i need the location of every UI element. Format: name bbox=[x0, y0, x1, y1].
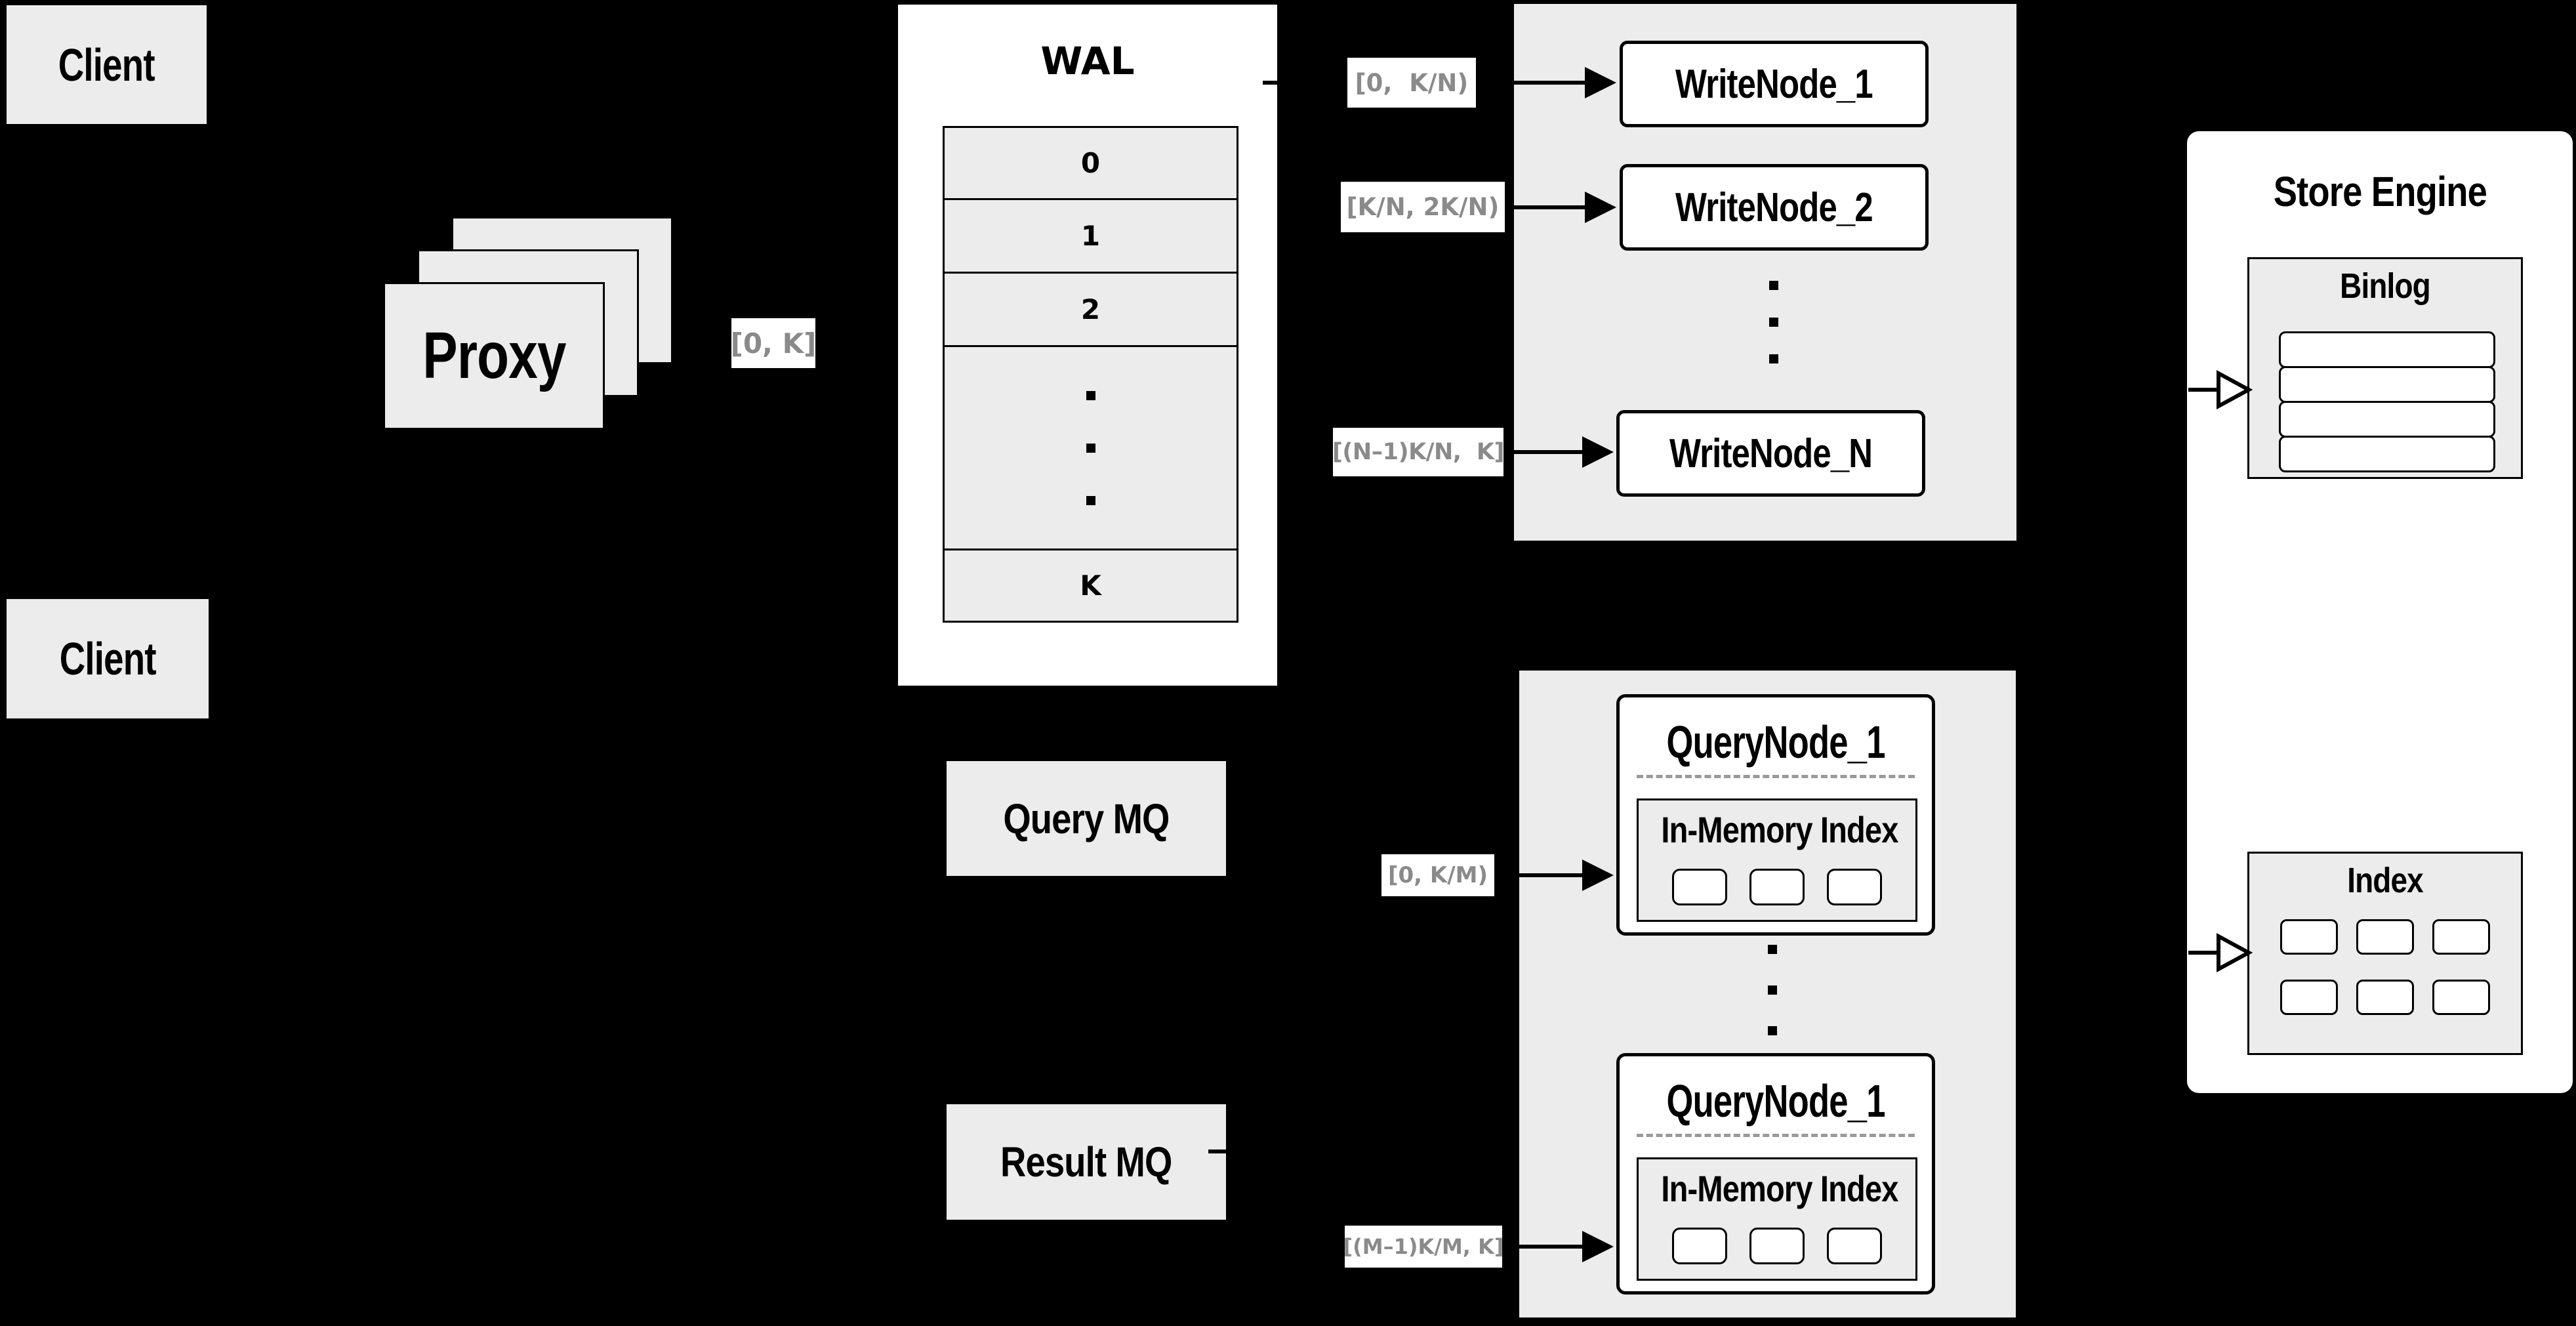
binlog-row bbox=[2279, 436, 2495, 472]
query-node-bottom-divider bbox=[1637, 1134, 1915, 1137]
binlog-row bbox=[2279, 366, 2495, 403]
write-node-2-label: WriteNode_2 bbox=[1675, 184, 1873, 230]
result-mq-box: Result MQ bbox=[947, 1104, 1226, 1220]
chip-write-range-1: [0, K/N) bbox=[1347, 58, 1476, 108]
write-node-1-label: WriteNode_1 bbox=[1675, 61, 1873, 107]
arrow-querynodes-to-index bbox=[2188, 932, 2253, 973]
write-nodes-ellipsis bbox=[1769, 281, 1778, 363]
memory-cell bbox=[1749, 869, 1805, 905]
memory-cells-top bbox=[1639, 869, 1915, 905]
index-cell bbox=[2280, 919, 2338, 955]
query-node-top-title: QueryNode_1 bbox=[1666, 716, 1885, 768]
binlog-rows bbox=[2279, 331, 2495, 472]
query-node-bottom-title: QueryNode_1 bbox=[1666, 1075, 1885, 1127]
memory-cell bbox=[1672, 869, 1727, 905]
chip-write-range-n: [(N–1)K/N, K] bbox=[1332, 428, 1505, 476]
query-nodes-ellipsis bbox=[1768, 945, 1777, 1035]
query-mq-box: Query MQ bbox=[947, 761, 1226, 876]
in-memory-index-box-bottom: In-Memory Index bbox=[1637, 1157, 1917, 1281]
binlog-title: Binlog bbox=[2340, 266, 2431, 306]
wal-ellipsis-dots bbox=[1086, 390, 1095, 505]
chip-query-range-1: [0, K/M) bbox=[1381, 854, 1494, 896]
client-box-bottom: Client bbox=[7, 599, 209, 718]
memory-cell bbox=[1827, 1228, 1882, 1264]
write-node-1: WriteNode_1 bbox=[1620, 41, 1929, 127]
client-top-label: Client bbox=[58, 39, 155, 91]
chip-write-range-2: [K/N, 2K/N) bbox=[1341, 182, 1505, 232]
index-box: Index bbox=[2247, 852, 2523, 1055]
wal-row-1: 1 bbox=[943, 198, 1238, 274]
in-memory-index-title-bottom: In-Memory Index bbox=[1661, 1168, 1898, 1209]
index-cell bbox=[2356, 980, 2414, 1015]
result-mq-label: Result MQ bbox=[1000, 1138, 1172, 1186]
index-grid bbox=[2249, 919, 2521, 1015]
query-node-bottom: QueryNode_1 In-Memory Index bbox=[1616, 1053, 1935, 1295]
write-node-n-label: WriteNode_N bbox=[1669, 430, 1873, 476]
client-box-top: Client bbox=[7, 5, 207, 124]
index-cell bbox=[2356, 919, 2414, 955]
store-engine-title: Store Engine bbox=[2273, 168, 2487, 215]
write-node-n: WriteNode_N bbox=[1616, 410, 1925, 497]
proxy-layer-front: Proxy bbox=[383, 282, 605, 430]
wal-title: WAL bbox=[1040, 39, 1135, 83]
wal-box: WAL 0 1 2 K bbox=[895, 2, 1280, 688]
chip-query-range-m: [(M–1)K/M, K] bbox=[1343, 1226, 1504, 1268]
chip-proxy-to-wal-range: [0, K] bbox=[731, 318, 816, 368]
wal-row-k: K bbox=[943, 549, 1238, 623]
index-cell bbox=[2432, 919, 2490, 955]
write-node-2: WriteNode_2 bbox=[1620, 164, 1929, 251]
index-cell bbox=[2280, 980, 2338, 1015]
memory-cell bbox=[1827, 869, 1882, 905]
index-cell bbox=[2432, 980, 2490, 1015]
query-node-top: QueryNode_1 In-Memory Index bbox=[1616, 694, 1935, 936]
arrow-writenodes-to-binlog bbox=[2188, 369, 2253, 410]
memory-cell bbox=[1749, 1228, 1805, 1264]
wal-row-ellipsis bbox=[943, 345, 1238, 550]
memory-cell bbox=[1672, 1228, 1727, 1264]
memory-cells-bottom bbox=[1639, 1228, 1915, 1264]
store-engine-box: Store Engine Binlog Index bbox=[2187, 131, 2573, 1093]
in-memory-index-box-top: In-Memory Index bbox=[1637, 798, 1917, 922]
in-memory-index-title-top: In-Memory Index bbox=[1661, 809, 1898, 850]
index-title: Index bbox=[2347, 861, 2423, 900]
query-node-top-divider bbox=[1637, 775, 1915, 778]
query-nodes-panel: QueryNode_1 In-Memory Index QueryNode_1 bbox=[1519, 671, 2016, 1317]
wal-table: 0 1 2 K bbox=[943, 126, 1238, 623]
binlog-box: Binlog bbox=[2247, 257, 2523, 479]
proxy-label: Proxy bbox=[422, 319, 566, 392]
client-bottom-label: Client bbox=[59, 633, 156, 684]
query-mq-label: Query MQ bbox=[1003, 795, 1170, 842]
